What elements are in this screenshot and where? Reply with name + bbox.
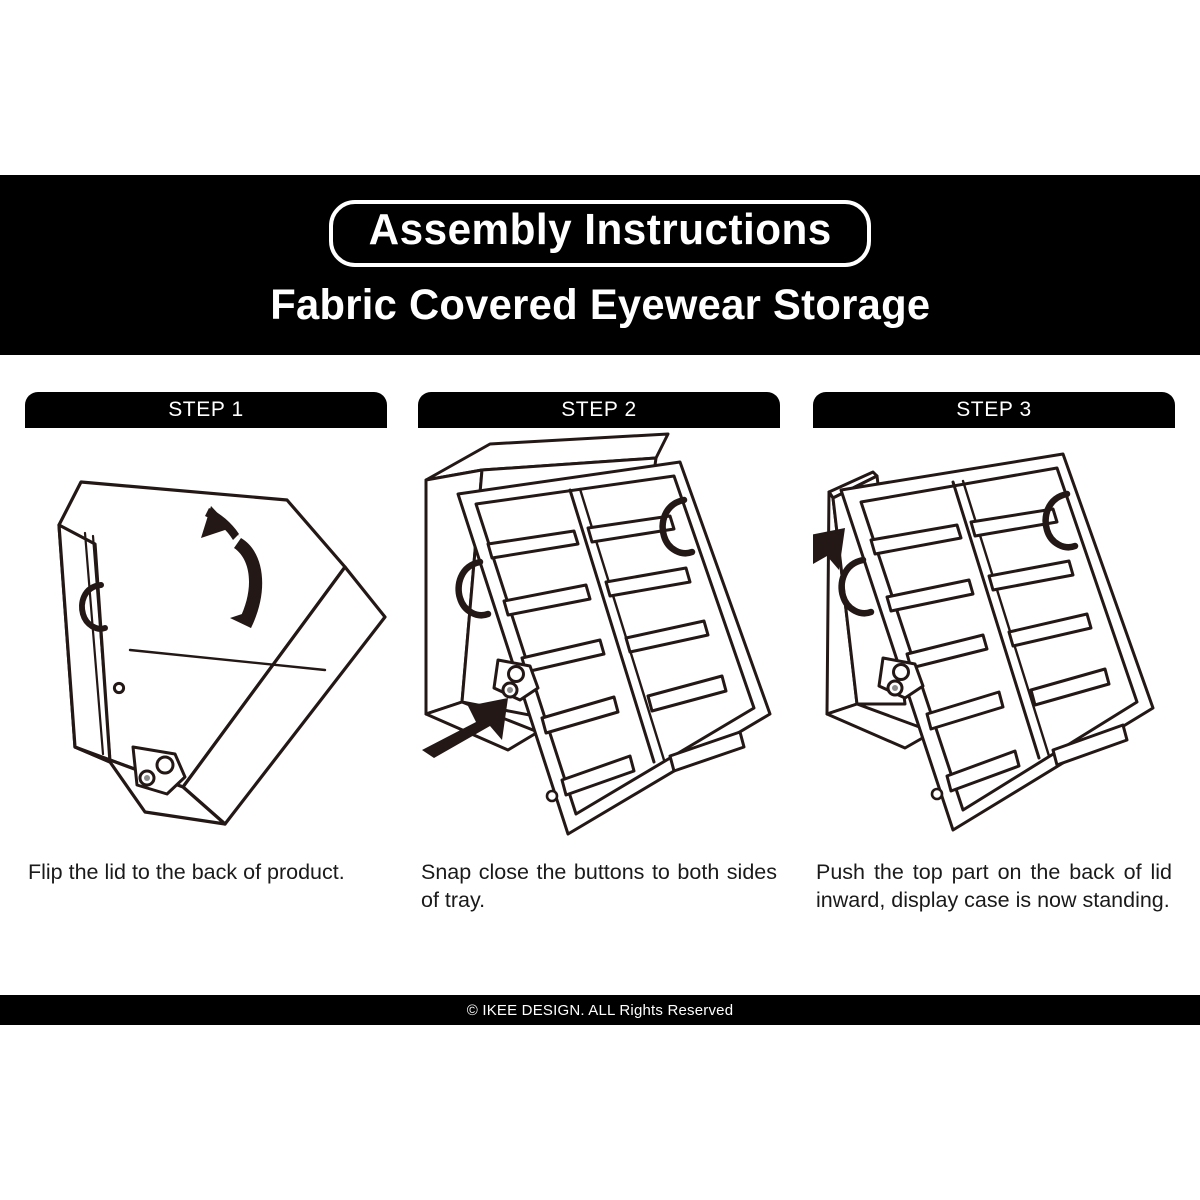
shelf-r4-3 (1029, 667, 1111, 707)
step-illustration-3 (813, 432, 1175, 852)
shelf-r5 (668, 730, 746, 773)
step-header-3: STEP 3 (813, 392, 1175, 428)
shelf-r1-3 (969, 507, 1059, 538)
steps-row: STEP 1 (0, 392, 1200, 967)
handle-notch-right-icon (659, 496, 696, 557)
copyright-text: © IKEE DESIGN. ALL Rights Reserved (466, 1001, 734, 1019)
shelf-r2 (604, 566, 692, 598)
step-column-1: STEP 1 (25, 392, 387, 967)
case-lid-edge-2 (91, 534, 112, 758)
push-arrow-icon (813, 528, 845, 570)
shelf-r3 (624, 619, 710, 654)
snap-button-upper-3 (892, 663, 910, 681)
snap-button-lower-core (144, 775, 150, 781)
step-label-1: STEP 1 (168, 398, 244, 421)
flip-arrow-icon (201, 506, 263, 628)
shelf-l4 (540, 695, 620, 735)
page-title: Assembly Instructions (368, 205, 832, 255)
step-column-2: STEP 2 (418, 392, 780, 967)
back-leg-inner-3 (831, 474, 907, 706)
snap-button-upper-2 (507, 665, 525, 683)
step-label-2: STEP 2 (561, 398, 637, 421)
shelf-l1 (486, 529, 580, 560)
shelf-l1-3 (869, 523, 963, 556)
snap-button-lower-core-3 (892, 685, 898, 691)
tray-rivet (545, 789, 559, 803)
handle-notch-right-icon-3 (1042, 490, 1079, 551)
step-header-2: STEP 2 (418, 392, 780, 428)
header-band: Assembly Instructions Fabric Covered Eye… (0, 175, 1200, 355)
page-subtitle: Fabric Covered Eyewear Storage (269, 280, 931, 329)
handle-notch-icon (79, 582, 108, 632)
case-lid-edge (83, 531, 105, 756)
title-pill: Assembly Instructions (328, 200, 872, 267)
handle-notch-left-icon (455, 558, 492, 619)
shelf-r3-3 (1007, 612, 1093, 648)
tray-center-divider (568, 488, 656, 764)
step-illustration-2 (418, 432, 780, 852)
shelf-r2-3 (987, 559, 1075, 592)
step-caption-2: Snap close the buttons to both sides of … (421, 860, 777, 913)
shelf-l5 (560, 754, 636, 797)
tray-inner-frame-3 (859, 466, 1139, 812)
footer-band: © IKEE DESIGN. ALL Rights Reserved (0, 995, 1200, 1025)
shelf-r4 (646, 674, 728, 713)
shelf-l4-3 (925, 690, 1005, 731)
shelf-l2 (502, 583, 592, 617)
snap-button-upper (155, 755, 175, 775)
snap-button-lower-core-2 (507, 687, 513, 693)
step-caption-1: Flip the lid to the back of product. (28, 860, 345, 884)
step-column-3: STEP 3 (813, 392, 1175, 967)
fabric-band-seam (128, 648, 327, 672)
tray-inner-frame (474, 474, 756, 816)
shelf-l2-3 (885, 578, 975, 613)
snap-arrow-icon (422, 698, 508, 758)
tray-center-divider-3 (951, 480, 1041, 760)
step-illustration-1 (25, 432, 387, 852)
spine-rivet (112, 681, 126, 695)
step-label-3: STEP 3 (956, 398, 1032, 421)
shelf-r5-3 (1051, 723, 1129, 767)
tray-rivet-3 (930, 787, 944, 801)
shelf-r1 (586, 514, 676, 544)
shelf-l5-3 (945, 749, 1021, 793)
handle-notch-left-icon-3 (838, 556, 875, 617)
step-header-1: STEP 1 (25, 392, 387, 428)
step-caption-3: Push the top part on the back of lid inw… (816, 860, 1172, 913)
